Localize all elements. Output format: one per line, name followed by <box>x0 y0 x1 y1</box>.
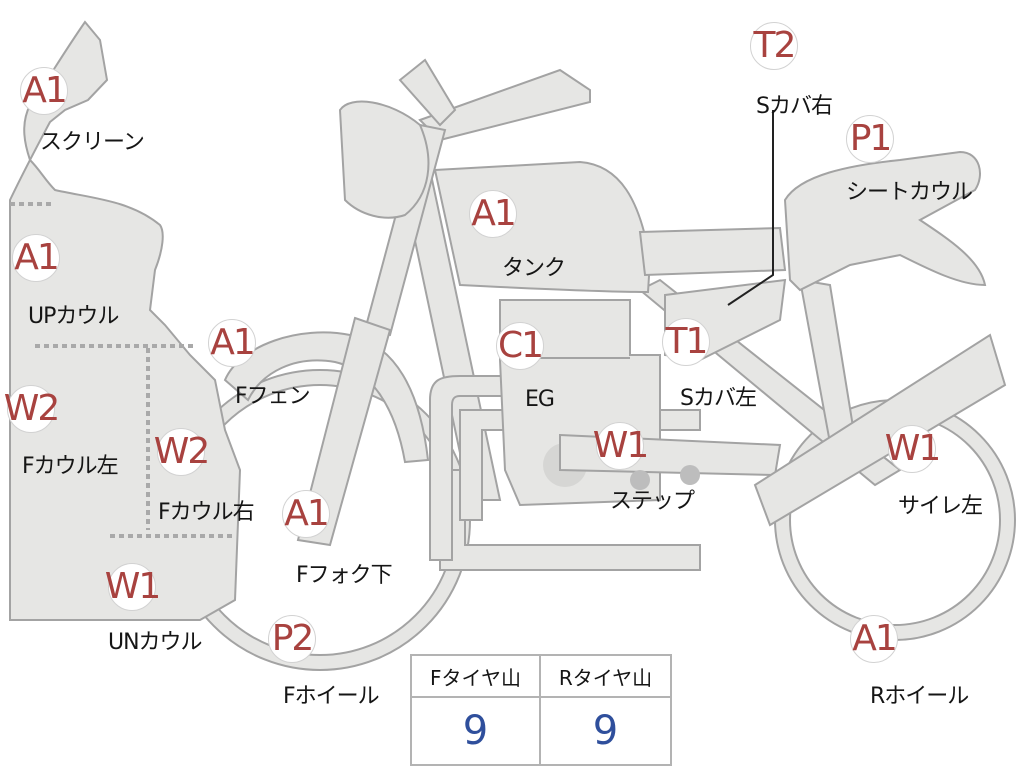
part-code-badge: A1 <box>12 234 60 282</box>
part-label: ステップ <box>610 489 695 514</box>
part-label: Fフォク下 <box>296 563 393 588</box>
part-code-badge: W2 <box>154 428 210 476</box>
part-label: サイレ左 <box>898 494 983 519</box>
seat-shape <box>638 226 787 277</box>
part-label: Fカウル左 <box>22 454 119 479</box>
silencer-shape <box>753 333 1007 527</box>
part-label: Fホイール <box>283 684 380 709</box>
part-label: Sカバ左 <box>680 386 757 411</box>
part-code-badge: A1 <box>850 615 898 663</box>
part-code-badge: A1 <box>20 67 68 115</box>
step-peg-left <box>630 470 650 490</box>
tire-tread-table: Fタイヤ山 Rタイヤ山 9 9 <box>410 654 672 766</box>
front-tire-value: 9 <box>412 698 541 764</box>
part-label: スクリーン <box>40 130 145 155</box>
part-label: シートカウル <box>846 180 973 205</box>
part-code-badge: A1 <box>208 319 256 367</box>
headlight-shape <box>338 100 430 219</box>
part-label: Rホイール <box>870 684 969 709</box>
part-code-badge: W1 <box>105 563 161 611</box>
rear-tire-header: Rタイヤ山 <box>541 656 670 698</box>
part-label: Fカウル右 <box>158 500 255 525</box>
rear-tire-value: 9 <box>592 708 619 754</box>
part-code-badge: W1 <box>593 422 649 470</box>
part-label: UNカウル <box>108 630 203 655</box>
part-label: UPカウル <box>28 304 119 329</box>
part-code-badge: A1 <box>282 490 330 538</box>
exhaust-pipe-shape <box>459 409 701 521</box>
part-code-badge: P2 <box>268 615 316 663</box>
part-code-badge: A1 <box>469 190 517 238</box>
part-code-badge: T1 <box>662 318 710 366</box>
part-label: EG <box>525 387 555 412</box>
part-code-badge: P1 <box>846 115 894 163</box>
exhaust-header-shape <box>429 375 511 561</box>
front-tire-header: Fタイヤ山 <box>412 656 541 698</box>
part-code-badge: W2 <box>4 385 60 433</box>
grip-shape <box>398 58 457 127</box>
part-label: Sカバ右 <box>756 94 833 119</box>
part-label: タンク <box>502 256 566 281</box>
part-code-badge: W1 <box>885 425 941 473</box>
fork-lower-shape <box>296 316 392 547</box>
seat-cowl-shape <box>783 150 987 292</box>
s-cover-right-leader <box>727 110 774 306</box>
part-label: Fフェン <box>235 384 311 409</box>
part-code-badge: T2 <box>750 22 798 70</box>
part-code-badge: C1 <box>496 322 544 370</box>
step-peg-right <box>680 465 700 485</box>
